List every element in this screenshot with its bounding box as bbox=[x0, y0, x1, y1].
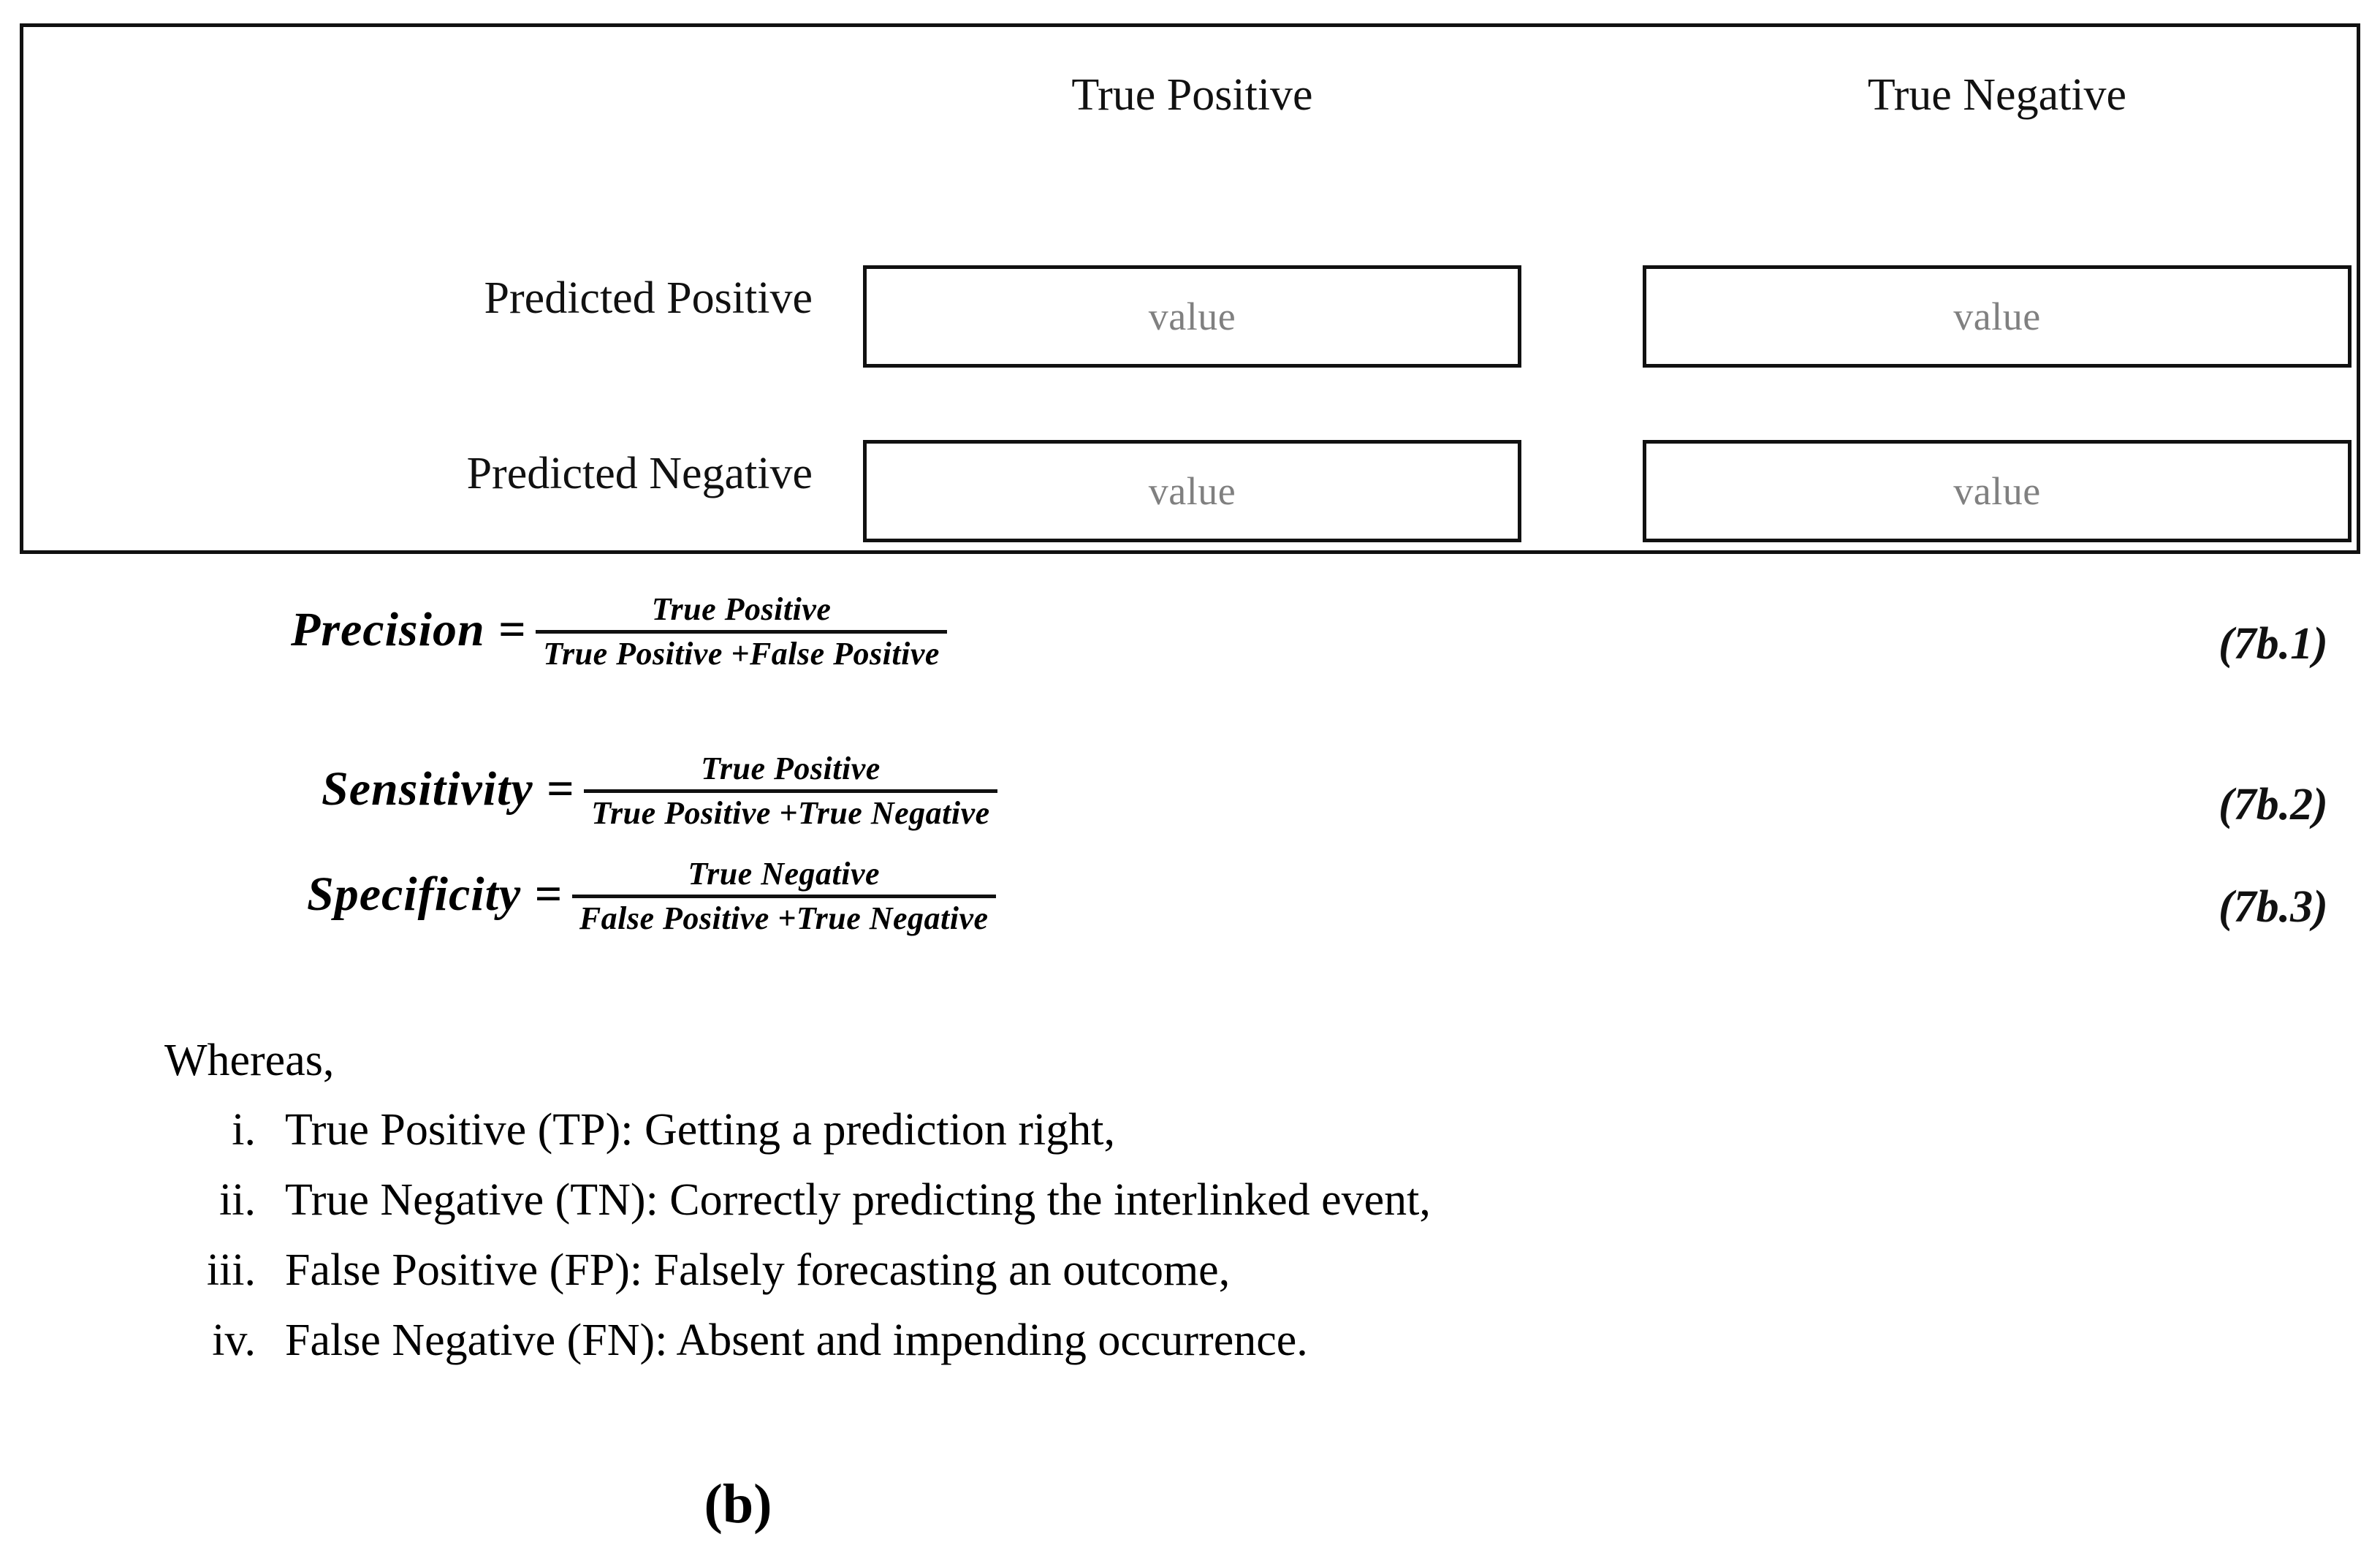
equation-name-sensitivity: Sensitivity bbox=[322, 762, 533, 816]
equation-name-specificity: Specificity bbox=[307, 867, 522, 922]
fraction-bar bbox=[584, 789, 997, 793]
fraction-numerator: True Negative bbox=[688, 856, 881, 892]
list-item-text: False Positive (FP): Falsely forecasting… bbox=[285, 1245, 1231, 1295]
list-item: i. True Positive (TP): Getting a predict… bbox=[164, 1107, 2137, 1177]
fraction-sensitivity: True Positive True Positive +True Negati… bbox=[584, 750, 997, 832]
row-label-predicted-negative: Predicted Negative bbox=[466, 449, 813, 498]
fraction-bar bbox=[536, 629, 947, 634]
fraction-denominator: False Positive +True Negative bbox=[579, 900, 989, 936]
cell-predicted-positive-true-negative[interactable]: value bbox=[1643, 265, 2352, 368]
figure-caption: (b) bbox=[704, 1473, 772, 1535]
equals-sign: = bbox=[498, 603, 526, 657]
cell-predicted-positive-true-positive[interactable]: value bbox=[863, 265, 1521, 368]
equation-sensitivity: Sensitivity = True Positive True Positiv… bbox=[322, 748, 997, 831]
list-item: iv. False Negative (FN): Absent and impe… bbox=[164, 1318, 2137, 1388]
equals-sign: = bbox=[534, 867, 562, 922]
list-item-text: True Negative (TN): Correctly predicting… bbox=[285, 1175, 1431, 1225]
column-header-true-positive: True Positive bbox=[1071, 70, 1313, 120]
row-label-predicted-positive: Predicted Positive bbox=[484, 273, 813, 323]
fraction-specificity: True Negative False Positive +True Negat… bbox=[571, 855, 996, 938]
equation-number-7b2: (7b.2) bbox=[2219, 780, 2328, 829]
list-item-marker: iv. bbox=[212, 1315, 256, 1365]
definition-list: i. True Positive (TP): Getting a predict… bbox=[164, 1107, 2137, 1388]
fraction-denominator: True Positive +True Negative bbox=[591, 794, 990, 831]
fraction-numerator: True Positive bbox=[651, 591, 832, 627]
fraction-bar bbox=[571, 894, 996, 898]
cell-value-text: value bbox=[1148, 469, 1236, 513]
cell-value-text: value bbox=[1953, 295, 2041, 338]
cell-predicted-negative-true-positive[interactable]: value bbox=[863, 440, 1521, 542]
cell-value-text: value bbox=[1953, 469, 2041, 513]
list-item-marker: ii. bbox=[219, 1175, 256, 1225]
fraction-numerator: True Positive bbox=[701, 751, 881, 786]
equation-precision: Precision = True Positive True Positive … bbox=[291, 589, 947, 672]
list-item-text: False Negative (FN): Absent and impendin… bbox=[285, 1315, 1308, 1365]
equation-specificity: Specificity = True Negative False Positi… bbox=[307, 854, 996, 936]
equals-sign: = bbox=[546, 762, 574, 816]
equation-name-precision: Precision bbox=[291, 603, 485, 657]
whereas-label: Whereas, bbox=[164, 1036, 335, 1085]
confusion-matrix-table: True Positive True Negative Predicted Po… bbox=[20, 23, 2360, 554]
equation-number-7b1: (7b.1) bbox=[2219, 619, 2328, 669]
list-item-text: True Positive (TP): Getting a prediction… bbox=[285, 1105, 1115, 1155]
fraction-precision: True Positive True Positive +False Posit… bbox=[536, 591, 947, 673]
fraction-denominator: True Positive +False Positive bbox=[543, 635, 940, 672]
list-item-marker: i. bbox=[232, 1105, 256, 1155]
list-item-marker: iii. bbox=[206, 1245, 256, 1295]
cell-value-text: value bbox=[1148, 295, 1236, 338]
list-item: ii. True Negative (TN): Correctly predic… bbox=[164, 1177, 2137, 1248]
equation-number-7b3: (7b.3) bbox=[2219, 882, 2328, 932]
list-item: iii. False Positive (FP): Falsely foreca… bbox=[164, 1248, 2137, 1318]
column-header-true-negative: True Negative bbox=[1867, 70, 2127, 120]
cell-predicted-negative-true-negative[interactable]: value bbox=[1643, 440, 2352, 542]
